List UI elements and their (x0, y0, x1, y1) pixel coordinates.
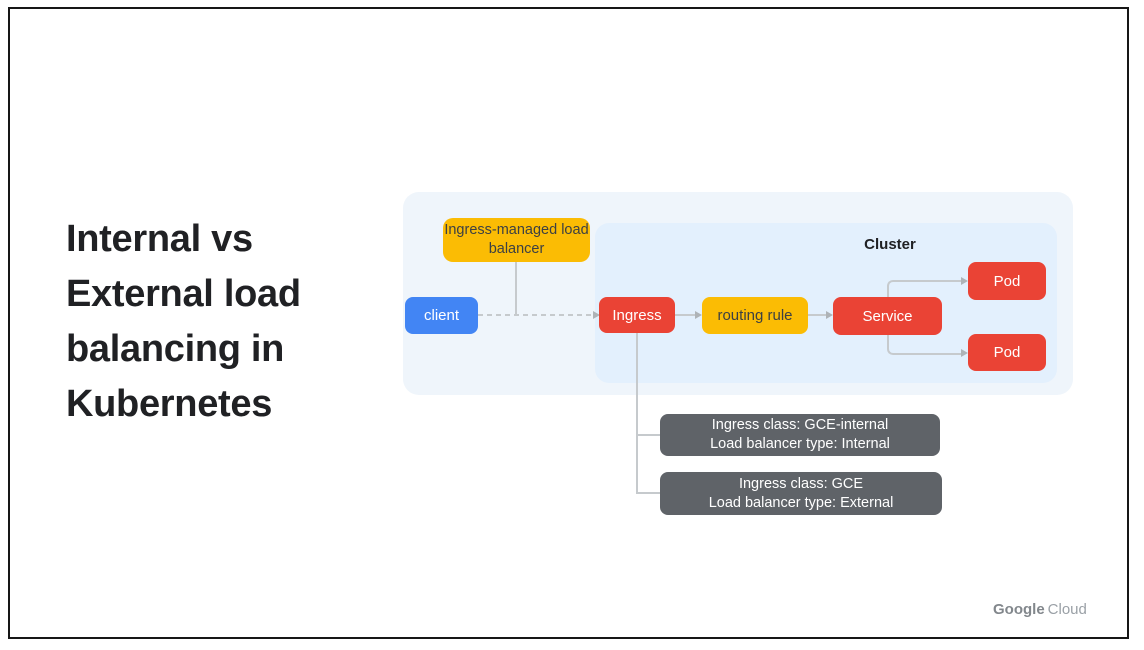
connector-ingress-notes-vertical (636, 333, 638, 494)
connector-client-ingress-dashed (478, 314, 593, 316)
pod-box: Pod (968, 334, 1046, 371)
connector-note-external (636, 492, 660, 494)
service-box: Service (833, 297, 942, 335)
page-title-line: External load (66, 273, 301, 315)
page-title-line: balancing in (66, 328, 285, 370)
note-external-line1: Ingress class: GCE (738, 475, 864, 492)
brand-google: Google (993, 601, 1045, 618)
arrowhead-icon (593, 311, 600, 319)
page-title-line: Kubernetes (66, 383, 273, 425)
slide-border (8, 7, 1129, 639)
connector-service-pod1 (887, 280, 963, 299)
arrowhead-icon (961, 277, 968, 285)
arrowhead-icon (961, 349, 968, 357)
load-balancer-box: Ingress-managed load balancer (443, 218, 590, 262)
connector-loadbalancer-vertical (515, 262, 517, 314)
note-internal-line2: Load balancer type: Internal (710, 436, 890, 452)
connector-ingress-routing (675, 314, 695, 316)
note-internal: Ingress class: GCE-internal Load balance… (660, 414, 940, 456)
page-title: Internal vs External load balancing in K… (66, 212, 386, 432)
note-external-line2: Load balancer type: External (708, 494, 894, 511)
client-box: client (405, 297, 478, 334)
note-external: Ingress class: GCE Load balancer type: E… (660, 472, 942, 515)
brand-cloud: Cloud (1047, 601, 1087, 618)
routing-rule-box: routing rule (702, 297, 808, 334)
arrowhead-icon (695, 311, 702, 319)
note-internal-line1: Ingress class: GCE-internal (711, 417, 889, 433)
connector-routing-service (808, 314, 826, 316)
pod-box: Pod (968, 262, 1046, 300)
connector-note-internal (636, 434, 660, 436)
arrowhead-icon (826, 311, 833, 319)
cluster-label: Cluster (864, 236, 916, 253)
page-title-line: Internal vs (66, 218, 253, 260)
ingress-box: Ingress (599, 297, 675, 333)
connector-service-pod2 (887, 334, 963, 355)
